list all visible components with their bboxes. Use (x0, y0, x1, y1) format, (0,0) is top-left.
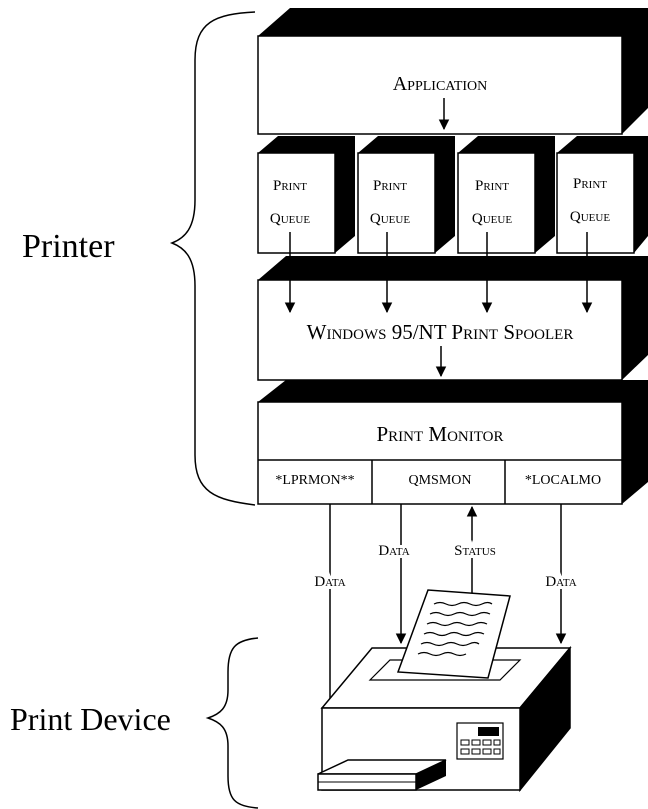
localmon-data-label: Data (545, 574, 576, 590)
queue-2-line1: Print (373, 178, 407, 194)
print-monitor-block: Print Monitor *LPRMON** QMSMON *LOCALMO (257, 380, 648, 505)
print-queue-2: Print Queue (357, 136, 455, 254)
monitor-cell-localmon: *LOCALMO (525, 473, 601, 488)
monitor-cell-lprmon: *LPRMON** (275, 473, 354, 488)
print-monitor-label: Print Monitor (377, 422, 504, 446)
spooler-label: Windows 95/NT Print Spooler (307, 320, 574, 344)
qmsmon-status-label: Status (454, 543, 496, 559)
queue-3-line1: Print (475, 178, 509, 194)
print-queue-3: Print Queue (457, 136, 555, 254)
qmsmon-data-label: Data (378, 543, 409, 559)
print-device-label: Print Device (10, 701, 171, 737)
print-queue-1: Print Queue (257, 136, 355, 254)
lprmon-data-label: Data (314, 574, 345, 590)
application-block: Application (257, 8, 648, 135)
print-queue-4: Print Queue (556, 136, 648, 254)
queue-3-line2: Queue (472, 211, 512, 227)
print-device-brace (205, 637, 259, 809)
spooler-block: Windows 95/NT Print Spooler (257, 256, 648, 381)
queue-2-line2: Queue (370, 211, 410, 227)
queue-4-line1: Print (573, 176, 607, 192)
application-label: Application (393, 73, 488, 95)
monitor-cell-qmsmon: QMSMON (408, 473, 471, 488)
queue-1-line2: Queue (270, 211, 310, 227)
printer-device-illustration (317, 589, 572, 793)
printer-label: Printer (22, 228, 115, 265)
printed-page (396, 589, 511, 679)
queue-1-line1: Print (273, 178, 307, 194)
printer-brace (169, 11, 256, 506)
queue-4-line2: Queue (570, 209, 610, 225)
